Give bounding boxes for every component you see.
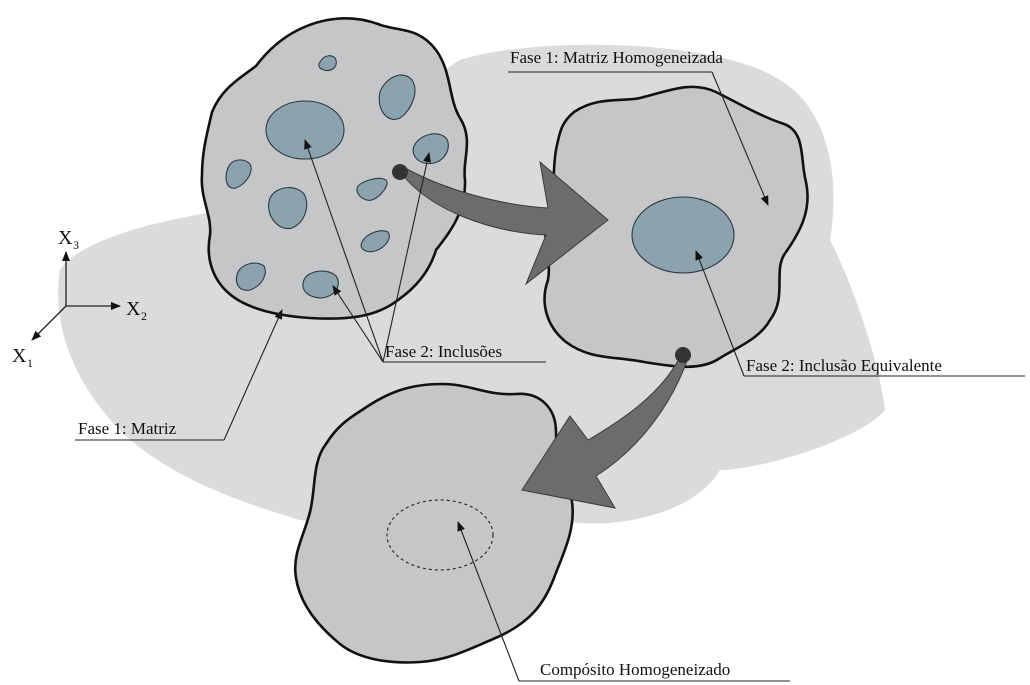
label-inclusoes: Fase 2: Inclusões [385, 342, 502, 361]
inclusion [303, 271, 338, 298]
sample-point-1 [392, 164, 408, 180]
axis-x1-label: X [12, 345, 27, 367]
inclusion-large [266, 101, 344, 159]
equivalent-inclusion [632, 197, 734, 273]
axis-x3-label: X [58, 227, 73, 249]
axis-x1-sub: 1 [27, 356, 33, 370]
axis-x2-sub: 2 [141, 309, 147, 323]
sample-point-2 [675, 347, 691, 363]
axis-x3-sub: 3 [73, 238, 79, 252]
axis-x2-label: X [126, 298, 141, 320]
label-matriz-homogeneizada: Fase 1: Matriz Homogeneizada [510, 48, 723, 67]
label-matriz: Fase 1: Matriz [78, 419, 177, 438]
label-composito-homogeneizado: Compósito Homogeneizado [540, 660, 730, 679]
label-inclusao-equivalente: Fase 2: Inclusão Equivalente [746, 356, 942, 375]
